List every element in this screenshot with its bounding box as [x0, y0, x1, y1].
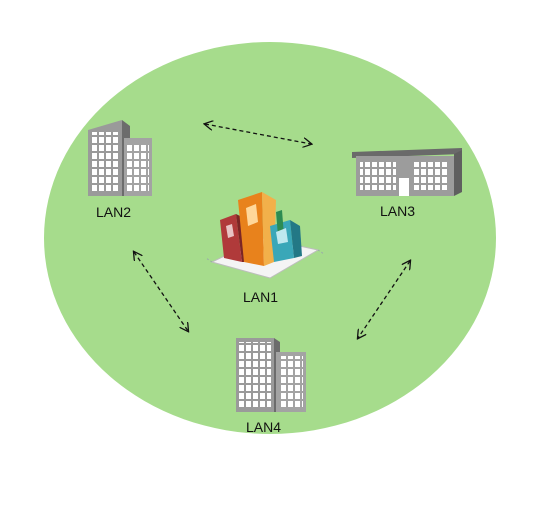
lan4-label: LAN4 [246, 419, 281, 435]
lan1-label: LAN1 [243, 289, 278, 305]
lan2-label: LAN2 [96, 204, 131, 220]
lan3-label: LAN3 [380, 203, 415, 219]
